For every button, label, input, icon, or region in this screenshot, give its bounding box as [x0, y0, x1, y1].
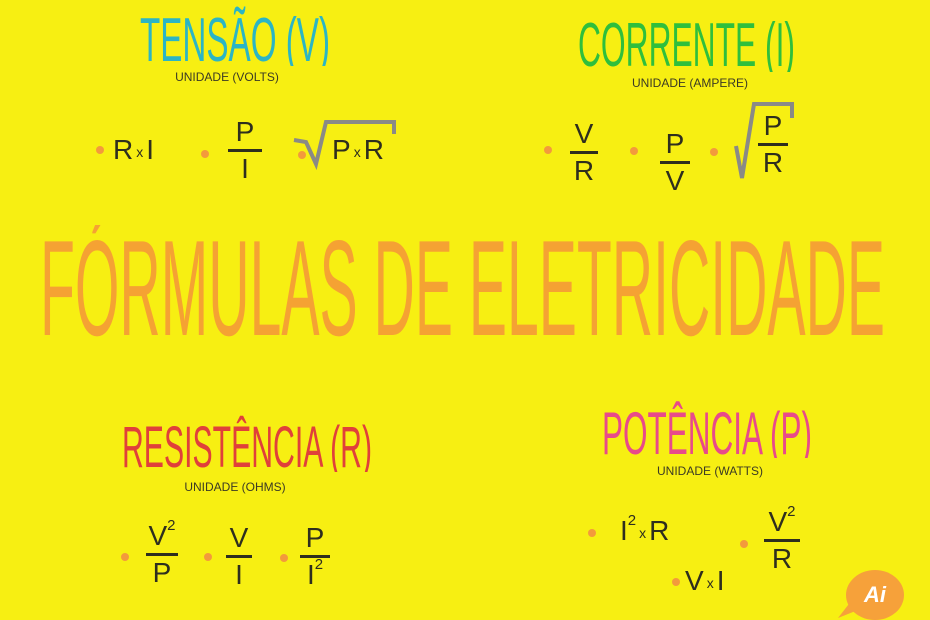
numerator: P — [235, 116, 255, 147]
sqrt-icon — [293, 120, 396, 170]
fraction-bar — [660, 161, 690, 164]
bullet — [280, 554, 288, 562]
brand-logo: Ai — [846, 570, 904, 620]
exponent: 2 — [627, 512, 637, 529]
bullet — [630, 147, 638, 155]
numerator: V — [148, 520, 168, 551]
corrente-title-wrap: CORRENTE (I) — [578, 12, 795, 72]
fraction-bar — [228, 149, 262, 152]
fraction-bar — [146, 553, 178, 556]
bullet — [710, 148, 718, 156]
var: I — [716, 565, 725, 596]
bullet — [298, 151, 306, 159]
operator: x — [706, 574, 714, 591]
potencia-unit: UNIDADE (WATTS) — [657, 464, 763, 478]
resistencia-title: RESISTÊNCIA (R) — [122, 415, 372, 472]
denominator: R — [771, 543, 793, 574]
main-title: FÓRMULAS DE ELETRICIDADE — [40, 225, 885, 345]
denominator: R — [762, 147, 784, 178]
numerator: V — [768, 506, 788, 537]
var: V — [685, 565, 704, 596]
bullet — [544, 146, 552, 154]
bullet — [740, 540, 748, 548]
operator: x — [639, 524, 647, 541]
tensao-title: TENSÃO (V) — [140, 6, 330, 66]
potencia-title-wrap: POTÊNCIA (P) — [602, 400, 812, 458]
var: R — [649, 515, 670, 546]
bullet — [201, 150, 209, 158]
numerator: P — [763, 110, 783, 141]
logo-text: Ai — [864, 582, 886, 607]
numerator: V — [229, 522, 249, 553]
bullet — [588, 529, 596, 537]
fraction-bar — [764, 539, 800, 542]
denominator: I — [306, 559, 315, 590]
main-title-wrap: FÓRMULAS DE ELETRICIDADE — [40, 225, 885, 345]
bullet — [204, 553, 212, 561]
numerator: P — [665, 128, 685, 159]
bullet — [96, 146, 104, 154]
denominator: I — [241, 153, 249, 184]
numerator: P — [305, 522, 325, 553]
bullet — [672, 578, 680, 586]
exponent: 2 — [167, 517, 176, 534]
exponent: 2 — [787, 503, 796, 520]
operator: x — [353, 143, 361, 160]
var: R — [363, 134, 384, 165]
var: I — [620, 515, 628, 546]
operator: x — [136, 143, 144, 160]
var: R — [113, 134, 134, 165]
corrente-title: CORRENTE (I) — [578, 12, 795, 72]
denominator: V — [665, 165, 685, 196]
denominator: R — [573, 155, 595, 186]
sqrt-icon — [734, 102, 794, 179]
fraction-bar — [758, 143, 788, 146]
var: I — [146, 134, 155, 165]
resistencia-unit: UNIDADE (OHMS) — [184, 480, 286, 494]
resistencia-title-wrap: RESISTÊNCIA (R) — [122, 415, 372, 472]
var: P — [332, 134, 351, 165]
potencia-title: POTÊNCIA (P) — [602, 400, 812, 458]
denominator: I — [235, 559, 243, 590]
bullet — [121, 553, 129, 561]
tensao-unit: UNIDADE (VOLTS) — [175, 70, 279, 84]
fraction-bar — [300, 555, 330, 558]
denominator: P — [152, 557, 172, 588]
fraction-bar — [570, 151, 598, 154]
numerator: V — [574, 118, 594, 149]
speech-bubble-tail-icon — [838, 600, 858, 618]
fraction-bar — [226, 555, 252, 558]
exponent: 2 — [314, 556, 324, 573]
tensao-title-wrap: TENSÃO (V) — [140, 6, 330, 66]
corrente-unit: UNIDADE (AMPERE) — [631, 76, 748, 90]
